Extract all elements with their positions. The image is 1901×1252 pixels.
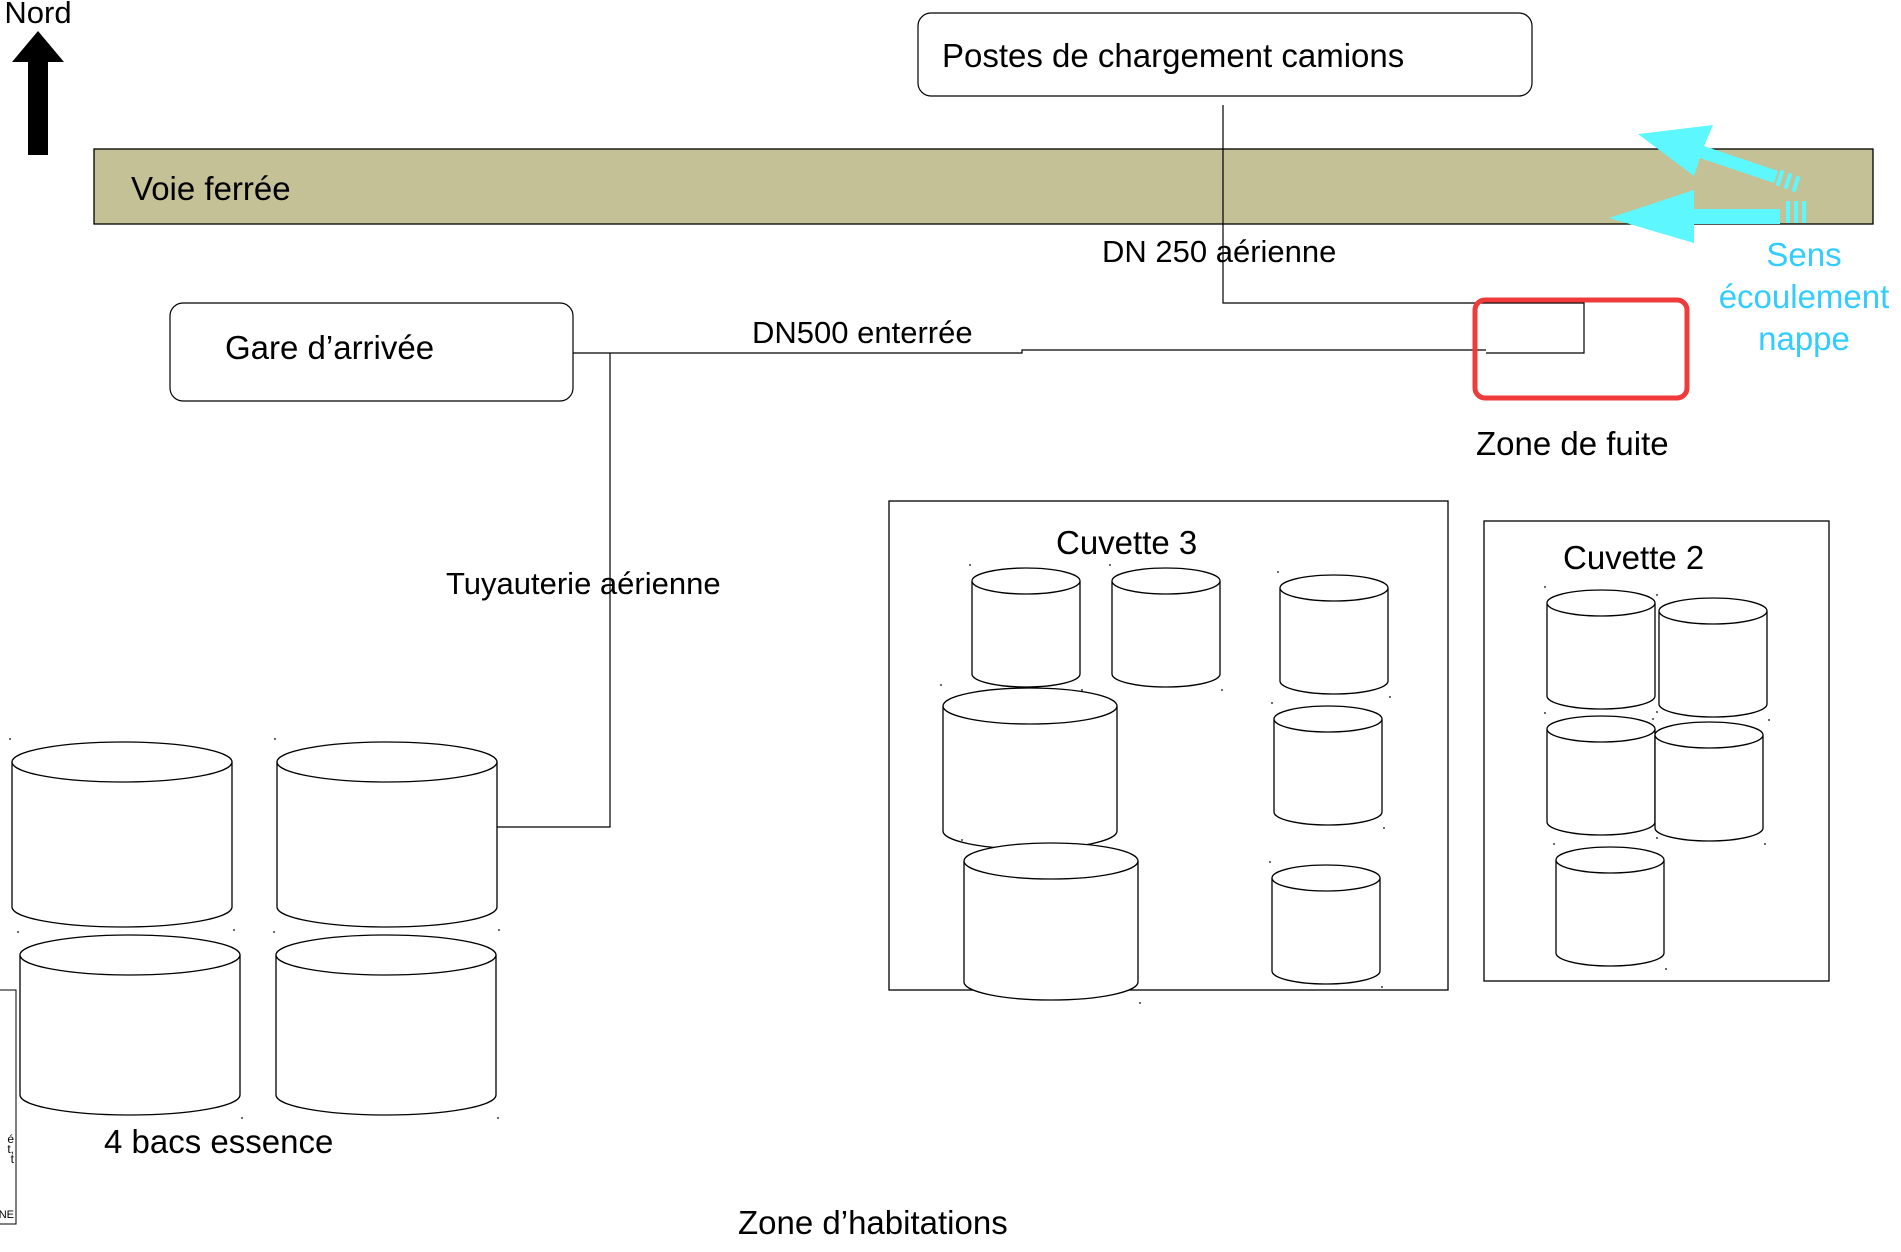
gasoline-tank-1-icon [9,738,235,931]
housing-zone-label: Zone d’habitations [738,1204,1008,1241]
basin2-tank-5-icon [1553,843,1667,970]
rail-track [93,148,1874,225]
gasoline-tank-3-icon [17,931,243,1119]
basin3-tank-3-icon [1277,571,1391,698]
north-arrow-icon [12,31,64,155]
truck-loading-label: Postes de chargement camions [942,37,1404,74]
flow-arrows-icon [1609,125,1806,243]
basin3-tank-5-icon [1271,702,1385,829]
aerial-pipe-label: Tuyauterie aérienne [446,566,721,601]
flow-label-line2: écoulement [1719,278,1890,315]
rail-label: Voie ferrée [131,170,291,207]
flow-label-line1: Sens [1766,236,1841,273]
gasoline-tanks-label: 4 bacs essence [104,1123,333,1160]
basin-2-label: Cuvette 2 [1563,539,1704,576]
gasoline-tank-4-icon [273,931,499,1119]
cropped-fragment-2: t, [7,1142,14,1156]
truck-loading-box [917,12,1533,97]
basin-3-label: Cuvette 3 [1056,524,1197,561]
flow-label-line3: nappe [1758,320,1850,357]
north-label: Nord [4,0,71,30]
gasoline-tank-2-icon [274,738,500,931]
dn500-pipe [573,349,1486,354]
cropped-fragment-1: é [7,1132,14,1146]
arrival-station-box [169,302,574,402]
tanks-layer [9,564,1770,1119]
basin2-tank-2-icon [1656,594,1770,721]
basin3-tank-7-icon [1269,861,1383,988]
basin3-tank-6-icon [961,839,1141,1004]
basin2-tank-4-icon [1652,718,1766,845]
basin2-tank-3-icon [1544,712,1658,839]
cropped-fragment-4: NE [0,1209,14,1221]
cropped-fragment-3: t [11,1152,15,1166]
leak-zone-label: Zone de fuite [1476,425,1669,462]
basin3-tank-4-icon [940,684,1120,853]
aerial-pipe [496,353,611,828]
leak-zone [1472,297,1690,401]
dn250-label: DN 250 aérienne [1102,234,1336,269]
basin2-tank-1-icon [1544,586,1658,713]
basin-2 [1483,520,1830,982]
dn500-label: DN500 enterrée [752,315,973,350]
cropped-legend-box [0,989,17,1225]
basin3-tank-2-icon [1109,564,1223,691]
basin3-tank-1-icon [969,564,1083,691]
arrival-station-label: Gare d’arrivée [225,329,434,366]
dn250-pipe [1222,105,1585,354]
basin-3 [888,500,1449,991]
